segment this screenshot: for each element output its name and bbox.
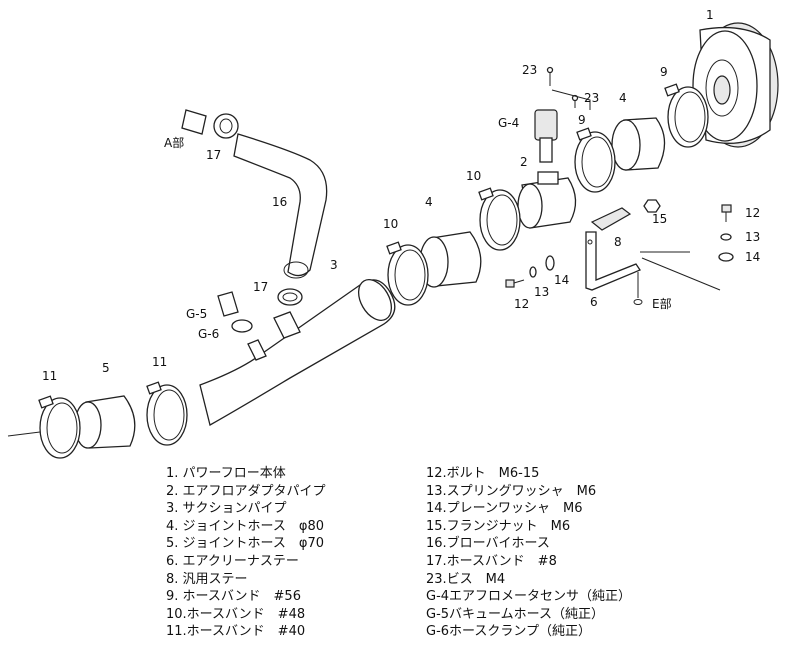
- legend-item: 23.ビス M4: [426, 571, 506, 587]
- callout-12a: 12: [745, 206, 760, 220]
- callout-6: 6: [590, 295, 598, 309]
- hardware-right: [718, 204, 734, 262]
- a-part-connector: [181, 109, 239, 139]
- parts-legend-right: 12.ボルト M6-15 13.スプリングワッシャ M6 14.プレーンワッシャ…: [426, 465, 631, 641]
- callout-15: 15: [652, 212, 667, 226]
- hose-band-11a: [7, 395, 81, 459]
- legend-item: 9. ホースバンド #56: [166, 589, 301, 605]
- callout-17a: 17: [206, 148, 221, 162]
- callout-3: 3: [330, 258, 338, 272]
- suction-pipe-3: [199, 279, 396, 426]
- legend-item: G-5バキュームホース（純正）: [426, 606, 604, 622]
- joint-hose-4-upper: [611, 117, 666, 171]
- legend-item: 3. サクションパイプ: [166, 501, 287, 517]
- callout-9b: 9: [578, 113, 586, 127]
- callout-10a: 10: [466, 169, 481, 183]
- callout-2: 2: [520, 155, 528, 169]
- callout-8: 8: [614, 235, 622, 249]
- airflow-sensor-g4: [534, 109, 558, 163]
- callout-16: 16: [272, 195, 287, 209]
- legend-item: 4. ジョイントホース φ80: [166, 518, 325, 534]
- joint-hose-5: [74, 395, 136, 449]
- vacuum-hose-g5: [217, 291, 239, 317]
- callout-12b: 12: [514, 297, 529, 311]
- screws-23: [546, 66, 591, 110]
- airflow-adapter-pipe-2: [517, 171, 577, 229]
- blow-by-hose-16: [233, 133, 328, 279]
- legend-item: 8. 汎用ステー: [166, 571, 248, 587]
- legend-item: 13.スプリングワッシャ M6: [426, 483, 597, 499]
- callout-g6: G-6: [198, 327, 219, 341]
- callout-13a: 13: [745, 230, 760, 244]
- legend-item: 16.ブローバイホース: [426, 536, 550, 552]
- legend-item: 1. パワーフロー本体: [166, 466, 286, 481]
- legend-item: 15.フランジナット M6: [426, 518, 571, 534]
- legend-item: 10.ホースバンド #48: [166, 606, 306, 622]
- hose-band-11b: [146, 381, 188, 446]
- callout-23a: 23: [522, 63, 537, 77]
- legend-item: G-6ホースクランプ（純正）: [426, 624, 591, 640]
- callout-9a: 9: [660, 65, 668, 79]
- hose-band-10a: [478, 187, 521, 251]
- callout-11a: 11: [42, 369, 57, 383]
- hose-band-17b: [277, 288, 303, 306]
- callout-5: 5: [102, 361, 110, 375]
- callout-e-part: E部: [652, 296, 672, 311]
- air-filter-part-1: [692, 22, 779, 148]
- callout-14b: 14: [554, 273, 569, 287]
- air-cleaner-stay-6: [585, 231, 721, 305]
- legend-item: 17.ホースバンド #8: [426, 553, 557, 569]
- callout-g5: G-5: [186, 307, 207, 321]
- callout-13b: 13: [534, 285, 549, 299]
- legend-item: 11.ホースバンド #40: [166, 624, 306, 640]
- hose-band-10b: [386, 241, 429, 306]
- legend-item: 5. ジョイントホース φ70: [166, 536, 325, 552]
- hose-band-9b: [574, 127, 616, 193]
- hardware-left: [505, 255, 555, 288]
- callout-17b: 17: [253, 280, 268, 294]
- bracket-8: [590, 199, 661, 231]
- hose-band-9: [664, 83, 709, 148]
- legend-item: 14.プレーンワッシャ M6: [426, 501, 583, 517]
- callout-1: 1: [706, 8, 714, 22]
- callout-g4: G-4: [498, 116, 519, 130]
- callout-10b: 10: [383, 217, 398, 231]
- callout-a-part: A部: [164, 135, 184, 150]
- callout-23b: 23: [584, 91, 599, 105]
- exploded-parts-diagram: 1 9 4 23 23 9 G-4 2 10 4 10 15 12 13 14 …: [7, 8, 779, 459]
- callout-11b: 11: [152, 355, 167, 369]
- parts-legend-left: 1. パワーフロー本体 2. エアフロアダプタパイプ 3. サクションパイプ 4…: [166, 465, 326, 641]
- callout-4b: 4: [425, 195, 433, 209]
- callout-14a: 14: [745, 250, 760, 264]
- legend-item: 6. エアクリーナステー: [166, 553, 299, 569]
- legend-item: 2. エアフロアダプタパイプ: [166, 483, 326, 499]
- hose-clamp-g6: [231, 319, 253, 333]
- joint-hose-4-lower: [419, 231, 482, 288]
- legend-item: G-4エアフロメータセンサ（純正）: [426, 589, 632, 605]
- callout-4a: 4: [619, 91, 627, 105]
- legend-item: 12.ボルト M6-15: [426, 466, 540, 481]
